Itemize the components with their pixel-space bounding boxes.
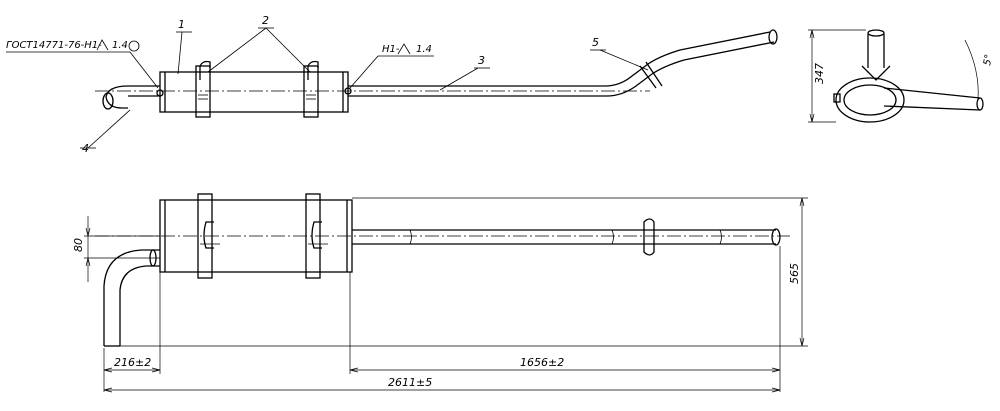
front-view bbox=[95, 29, 778, 118]
dim-1656: 1656±2 bbox=[520, 356, 564, 369]
h1-value: 1.4 bbox=[416, 44, 432, 55]
callout-2: 2 bbox=[207, 14, 311, 73]
svg-text:3: 3 bbox=[478, 54, 485, 67]
dim-565-group: 565 bbox=[120, 197, 808, 347]
dim-565: 565 bbox=[788, 263, 801, 284]
muffler-body bbox=[159, 71, 349, 113]
weld-note-gost: ГОСТ14771-76-Н1- 1.4 bbox=[6, 39, 159, 89]
flange-ring bbox=[639, 65, 657, 89]
angle-5: 5° bbox=[982, 53, 995, 66]
svg-text:2: 2 bbox=[262, 14, 269, 27]
plan-view bbox=[95, 193, 790, 347]
side-clamp bbox=[861, 65, 891, 81]
plan-clamp-right bbox=[305, 193, 328, 279]
dim-216: 216±2 bbox=[114, 356, 151, 369]
side-view: 347 5° bbox=[808, 29, 995, 123]
dim-80-group: 80 bbox=[72, 216, 160, 282]
dim-2611: 2611±5 bbox=[388, 376, 432, 389]
plan-flange bbox=[643, 218, 655, 256]
callout-5: 5 bbox=[590, 36, 649, 71]
clamp-left bbox=[195, 60, 211, 118]
inlet-elbow bbox=[105, 85, 160, 109]
dim-2611-group: 2611±5 bbox=[103, 376, 781, 393]
svg-text:5: 5 bbox=[592, 36, 599, 49]
svg-text:1: 1 bbox=[178, 18, 185, 31]
clamp-right bbox=[303, 60, 319, 118]
h1-text: Н1- bbox=[382, 44, 400, 55]
weld-note-h1: Н1- 1.4 bbox=[349, 43, 434, 89]
dim-347: 347 bbox=[813, 63, 826, 84]
plan-clamp-left bbox=[197, 193, 220, 279]
dim-1656-group: 1656±2 bbox=[349, 246, 781, 392]
callout-1: 1 bbox=[176, 18, 192, 75]
dim-216-group: 216±2 bbox=[103, 272, 161, 392]
gost-value: 1.4 bbox=[112, 40, 128, 51]
callout-4: 4 bbox=[80, 109, 131, 155]
dim-80: 80 bbox=[72, 238, 85, 252]
callout-3: 3 bbox=[439, 54, 490, 91]
plan-inlet-elbow bbox=[103, 249, 160, 346]
svg-text:4: 4 bbox=[82, 142, 89, 155]
gost-text: ГОСТ14771-76-Н1- bbox=[6, 40, 102, 51]
outlet-pipe-top bbox=[348, 31, 771, 87]
